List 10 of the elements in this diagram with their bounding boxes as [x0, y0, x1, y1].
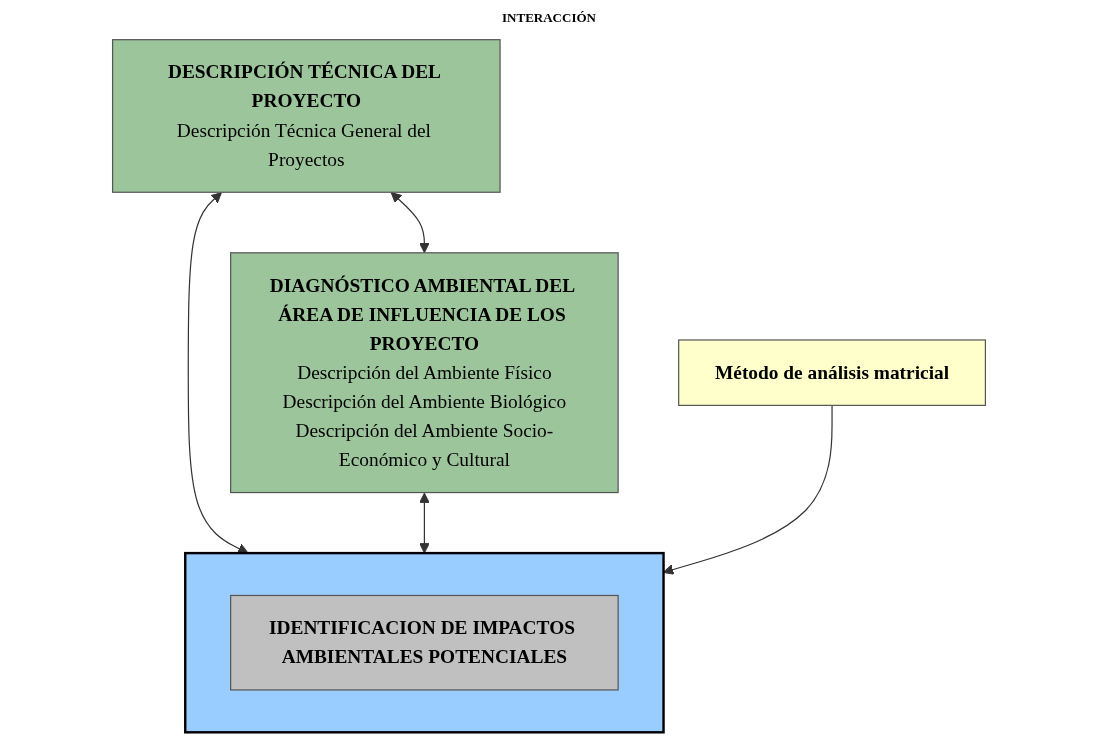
- node-box: Método de análisis matricial: [678, 339, 986, 406]
- node-box: IDENTIFICACION DE IMPACTOS AMBIENTALES POTENCIALES: [230, 594, 619, 691]
- arrow: [390, 192, 430, 254]
- cluster: [184, 551, 665, 734]
- node-box: DESCRIPCIÓN TÉCNICA DEL PROYECTO Descripción Técnica General del Proyectos: [112, 39, 501, 193]
- node-box: DIAGNÓSTICO AMBIENTAL DEL ÁREA DE INFLUENCIA DE LOS PROYECTO Descripción del Ambiente Físico Descripción del Ambiente Biológico Descripción del Ambiente Socio-Económico y Cultural: [230, 252, 619, 494]
- arrow: [187, 192, 249, 554]
- arrow: [419, 492, 430, 554]
- note-text: INTERACCIÓN: [502, 10, 596, 26]
- arrow: [663, 404, 833, 575]
